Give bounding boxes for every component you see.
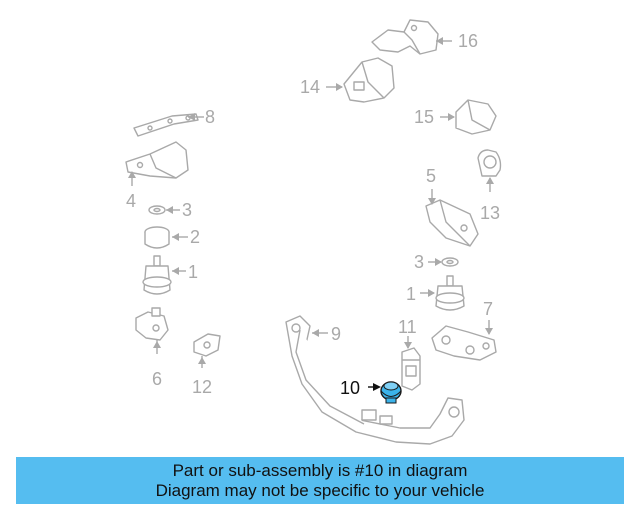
part-6-bracket[interactable]	[135, 307, 169, 341]
callout-2[interactable]: 2	[190, 227, 200, 247]
callout-1-left[interactable]: 1	[188, 262, 198, 282]
callout-9[interactable]: 9	[331, 324, 341, 344]
callout-5[interactable]: 5	[426, 166, 436, 186]
part-2-insulator[interactable]	[144, 226, 170, 249]
callout-4[interactable]: 4	[126, 191, 136, 211]
callout-8[interactable]: 8	[205, 107, 215, 127]
callout-14[interactable]: 14	[300, 77, 320, 97]
callout-3-right[interactable]: 3	[414, 252, 424, 272]
part-10-bushing[interactable]	[380, 381, 402, 404]
callout-10[interactable]: 10	[340, 378, 360, 398]
info-banner: Part or sub-assembly is #10 in diagram D…	[16, 457, 624, 504]
part-5-bracket[interactable]	[425, 199, 479, 247]
callout-3-left[interactable]: 3	[182, 200, 192, 220]
part-16-bracket[interactable]	[371, 19, 439, 55]
part-1-mount-left[interactable]	[142, 255, 172, 295]
callout-7[interactable]: 7	[483, 299, 493, 319]
part-3-washer-left[interactable]	[148, 205, 166, 215]
callout-15[interactable]: 15	[414, 107, 434, 127]
part-7-bracket[interactable]	[431, 325, 497, 361]
part-13-mount[interactable]	[477, 149, 502, 177]
part-14-bracket[interactable]	[343, 57, 395, 103]
part-1-mount-right[interactable]	[435, 275, 465, 311]
callout-12[interactable]: 12	[192, 377, 212, 397]
part-12-plate[interactable]	[193, 333, 221, 357]
banner-line-1: Part or sub-assembly is #10 in diagram	[172, 460, 468, 480]
callout-13[interactable]: 13	[480, 203, 500, 223]
part-15-bracket[interactable]	[455, 99, 497, 135]
part-9-crossmember[interactable]	[285, 315, 465, 445]
callout-1-right[interactable]: 1	[406, 284, 416, 304]
callout-6[interactable]: 6	[152, 369, 162, 389]
part-11-mount[interactable]	[401, 347, 421, 391]
part-3-washer-right[interactable]	[441, 257, 459, 267]
part-4-bracket[interactable]	[125, 141, 189, 179]
callout-11[interactable]: 11	[398, 317, 417, 337]
parts-diagram: 16 14 15 8 4 3 2	[125, 19, 502, 445]
callout-16[interactable]: 16	[458, 31, 478, 51]
banner-line-2: Diagram may not be specific to your vehi…	[155, 480, 485, 500]
